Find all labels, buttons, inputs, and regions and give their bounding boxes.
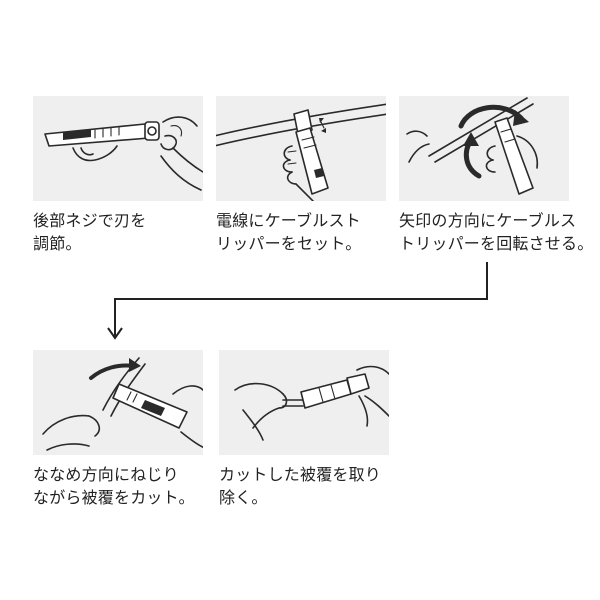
step-5-caption: カットした被覆を取り 除く。 [219, 463, 404, 509]
step-3-illustration [399, 96, 569, 201]
step-4-caption-line-1: ななめ方向にねじり [33, 465, 179, 484]
adjust-blade-screw-icon [44, 116, 203, 191]
step-4-illustration [33, 350, 203, 455]
step-2-caption: 電線にケーブルスト リッパーをセット。 [216, 209, 401, 255]
diagonal-twist-cut-icon [42, 357, 203, 451]
step-3-caption-line-2: トリッパーを回転させる。 [399, 234, 594, 253]
step-1-caption-line-1: 後部ネジで刃を [33, 211, 147, 230]
step-3-caption: 矢印の方向にケーブルス トリッパーを回転させる。 [399, 209, 594, 255]
step-4-caption-line-2: ながら被覆をカット。 [33, 488, 195, 507]
step-5-caption-line-1: カットした被覆を取り [219, 465, 382, 484]
step-1-illustration [33, 96, 203, 201]
remove-insulation-icon [234, 365, 389, 441]
set-stripper-on-wire-icon [216, 103, 386, 201]
step-2-illustration [216, 96, 386, 201]
step-5-caption-line-2: 除く。 [219, 488, 268, 507]
step-5-illustration [219, 350, 389, 455]
step-2-caption-line-1: 電線にケーブルスト [216, 211, 361, 230]
rotate-stripper-icon [406, 97, 539, 195]
step-2-caption-line-2: リッパーをセット。 [216, 234, 362, 253]
step-1-caption-line-2: 調節。 [33, 234, 82, 253]
step-3-caption-line-1: 矢印の方向にケーブルス [399, 211, 577, 230]
step-4-caption: ななめ方向にねじり ながら被覆をカット。 [33, 463, 218, 509]
step-1-caption: 後部ネジで刃を 調節。 [33, 209, 218, 255]
